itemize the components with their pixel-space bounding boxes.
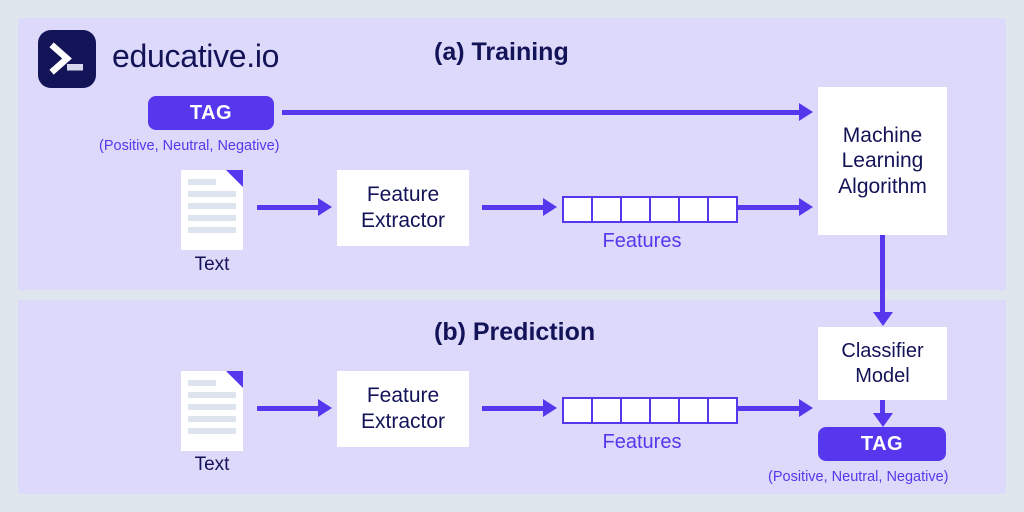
- classifier-line1: Classifier: [841, 340, 924, 363]
- feature-cell: [620, 397, 651, 424]
- brand-name: educative.io: [112, 38, 280, 74]
- feature-cell: [562, 196, 593, 223]
- tag-caption-prediction: (Positive, Neutral, Negative): [768, 469, 949, 485]
- section-title-training: (a) Training: [434, 38, 569, 66]
- model-line2: Learning: [841, 149, 924, 173]
- feature-extractor-box-prediction[interactable]: Feature Extractor: [337, 371, 469, 447]
- feature-extractor-line2-prediction: Extractor: [360, 410, 446, 433]
- arrow-feature-extractor-to-features-training: [482, 198, 557, 216]
- arrow-classifier-to-tag: [872, 400, 893, 427]
- model-line3: Algorithm: [838, 174, 927, 198]
- tag-badge-prediction[interactable]: TAG: [818, 427, 946, 461]
- feature-cell: [678, 397, 709, 424]
- feature-cell: [678, 196, 709, 223]
- arrow-features-to-classifier: [738, 399, 813, 417]
- tag-caption-training: (Positive, Neutral, Negative): [99, 138, 280, 154]
- feature-cell: [591, 397, 622, 424]
- document-text-lines: [188, 179, 236, 239]
- arrow-tag-to-model: [282, 103, 813, 121]
- feature-cell: [707, 397, 738, 424]
- model-line1: Machine: [842, 123, 923, 147]
- feature-cell: [649, 397, 680, 424]
- feature-cell: [649, 196, 680, 223]
- features-label-prediction: Features: [602, 431, 682, 453]
- features-vector-training: [562, 196, 738, 223]
- feature-cell: [562, 397, 593, 424]
- text-document-icon-prediction: [181, 371, 243, 451]
- classifier-model-box[interactable]: Classifier Model: [818, 327, 947, 400]
- arrow-features-to-model-training: [738, 198, 813, 216]
- feature-cell: [707, 196, 738, 223]
- feature-extractor-line1-prediction: Feature: [366, 384, 440, 408]
- arrow-model-to-classifier: [872, 235, 893, 326]
- document-fold-corner-icon: [226, 371, 243, 388]
- feature-cell: [591, 196, 622, 223]
- classifier-line2: Model: [855, 364, 910, 387]
- features-vector-prediction: [562, 397, 738, 424]
- feature-extractor-line2-training: Extractor: [360, 209, 446, 232]
- section-title-prediction: (b) Prediction: [434, 318, 596, 346]
- feature-extractor-box-training[interactable]: Feature Extractor: [337, 170, 469, 246]
- arrow-text-to-feature-extractor-prediction: [257, 399, 332, 417]
- text-document-icon-training: [181, 170, 243, 250]
- document-text-lines: [188, 380, 236, 440]
- machine-learning-algorithm-box[interactable]: Machine Learning Algorithm: [818, 87, 947, 235]
- arrow-text-to-feature-extractor-training: [257, 198, 332, 216]
- text-label-prediction: Text: [194, 454, 230, 475]
- terminal-prompt-icon: [38, 30, 96, 88]
- arrow-feature-extractor-to-features-prediction: [482, 399, 557, 417]
- feature-extractor-line1-training: Feature: [366, 183, 440, 207]
- features-label-training: Features: [602, 230, 682, 252]
- document-fold-corner-icon: [226, 170, 243, 187]
- tag-badge-training[interactable]: TAG: [148, 96, 274, 130]
- feature-cell: [620, 196, 651, 223]
- text-label-training: Text: [194, 254, 230, 275]
